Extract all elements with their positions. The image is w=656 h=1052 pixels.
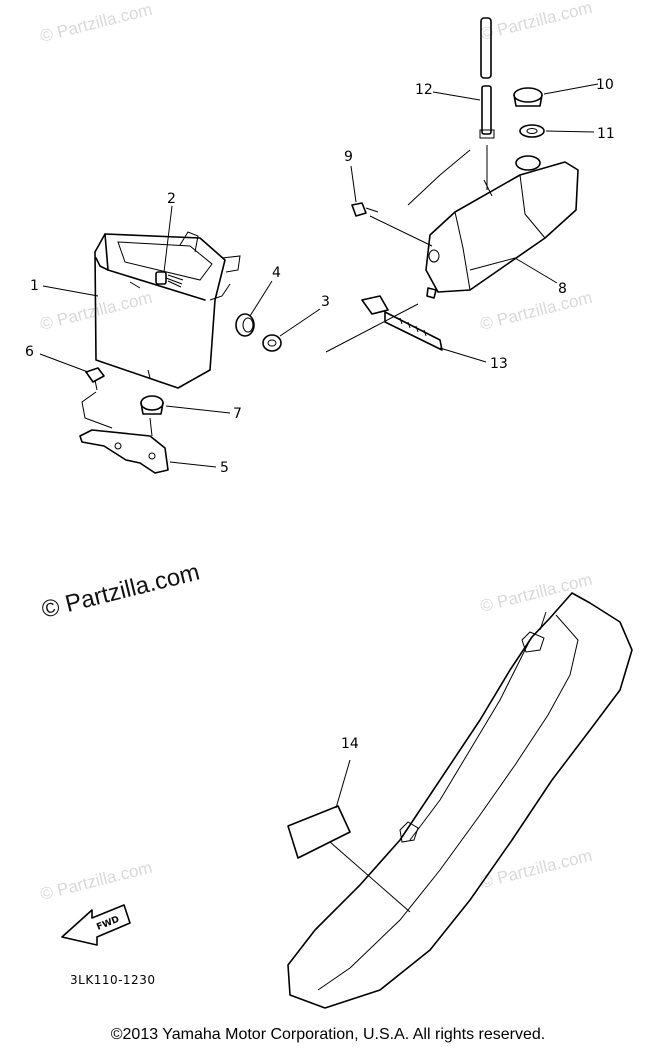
cap — [262, 334, 282, 352]
side-cover — [287, 592, 633, 1009]
side-cover-label — [287, 805, 411, 913]
forward-arrow-icon: FWD — [61, 904, 131, 946]
bolt — [155, 271, 184, 288]
washer — [519, 124, 545, 138]
callout-labels: 1 2 3 4 5 6 7 8 9 10 11 12 13 14 — [25, 77, 615, 752]
callout-12: 12 — [415, 82, 433, 98]
callout-2: 2 — [167, 191, 176, 207]
copyright-notice: ©2013 Yamaha Motor Corporation, U.S.A. A… — [110, 1026, 546, 1043]
callout-5: 5 — [220, 460, 229, 476]
callout-7: 7 — [233, 406, 242, 422]
battery-box — [94, 231, 241, 389]
band — [325, 295, 443, 353]
tank-bolt — [351, 202, 433, 247]
reservoir-tank — [425, 155, 579, 299]
callout-14: 14 — [341, 736, 359, 752]
reservoir-cap — [513, 87, 543, 107]
fwd-label: FWD — [95, 915, 121, 933]
watermark: © Partzilla.com — [478, 846, 594, 892]
damper — [235, 313, 255, 337]
callout-leaders — [39, 83, 599, 809]
diagram-code: 3LK110-1230 — [70, 973, 156, 987]
callout-6: 6 — [25, 344, 34, 360]
callout-3: 3 — [321, 294, 330, 310]
callout-9: 9 — [344, 149, 353, 165]
callout-11: 11 — [597, 126, 615, 142]
callout-4: 4 — [272, 265, 281, 281]
watermark: © Partzilla.com — [478, 570, 594, 616]
watermark: © Partzilla.com — [38, 0, 154, 46]
callout-8: 8 — [558, 281, 567, 297]
bracket — [79, 417, 169, 474]
watermark: © Partzilla.com — [478, 0, 594, 44]
callout-13: 13 — [490, 356, 508, 372]
hose — [479, 17, 495, 190]
bolt-small — [81, 367, 113, 429]
grommet — [140, 395, 164, 415]
watermark-prominent: © Partzilla.com — [39, 559, 202, 624]
callout-9-leader — [350, 165, 357, 203]
watermark: © Partzilla.com — [478, 288, 594, 334]
callout-10: 10 — [596, 77, 614, 93]
watermark: © Partzilla.com — [38, 858, 154, 904]
watermark-group: © Partzilla.com © Partzilla.com © Partzi… — [38, 0, 594, 904]
callout-1: 1 — [30, 278, 39, 294]
